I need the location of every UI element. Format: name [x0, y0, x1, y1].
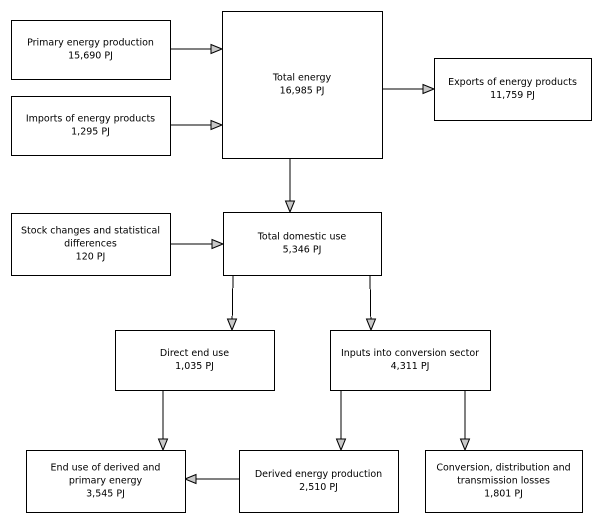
node-label-text: Direct end use — [160, 348, 229, 359]
node-value-text: 5,346 PJ — [283, 245, 322, 256]
arrowhead-icon — [157, 438, 169, 452]
arrowhead-icon — [210, 119, 224, 131]
end-use-of-derived-and-primary-energy-box[interactable]: End use of derived and primary energy 3,54… — [26, 450, 186, 513]
edge-inputs-into-conversion-sector-to-derived-energy-production — [335, 390, 347, 452]
direct-end-use-box[interactable]: Direct end use 1,035 PJ — [115, 330, 275, 391]
arrowhead-icon — [422, 83, 436, 95]
node-border — [330, 330, 491, 391]
node-value-text: 11,759 PJ — [490, 90, 535, 101]
node-label-text: End use of derived and — [51, 463, 161, 474]
node-label-text: Total domestic use — [257, 232, 347, 243]
arrowhead-icon — [459, 438, 471, 452]
node-border — [425, 450, 583, 513]
edge-primary-energy-production-to-total-energy — [170, 43, 224, 55]
edge-total-domestic-use-to-direct-end-use — [226, 274, 238, 332]
arrowhead-icon — [284, 200, 296, 214]
node-label-text: Conversion, distribution and — [436, 463, 570, 474]
exports-of-energy-products-box[interactable]: Exports of energy products 11,759 PJ — [434, 58, 592, 121]
imports-of-energy-products-box[interactable]: Imports of energy products 1,295 PJ — [11, 96, 171, 156]
edge-total-domestic-use-to-inputs-into-conversion-sector — [365, 274, 377, 332]
node-value-text: 2,510 PJ — [299, 482, 338, 493]
node-border — [239, 450, 399, 513]
node-value-text: 4,311 PJ — [391, 361, 430, 372]
node-border — [11, 213, 171, 276]
node-value-text: 16,985 PJ — [280, 86, 325, 97]
node-label-text: Primary energy production — [27, 38, 154, 49]
node-layer: Primary energy production 15,690 PJ Import… — [11, 11, 592, 513]
edge-inputs-into-conversion-sector-to-conversion-losses — [459, 390, 471, 452]
node-label-text: differences — [64, 239, 117, 250]
node-border — [222, 11, 383, 159]
node-value-text: 1,801 PJ — [484, 489, 523, 500]
edge-imports-of-energy-products-to-total-energy — [170, 119, 224, 131]
node-label-text: primary energy — [69, 476, 143, 487]
arrowhead-icon — [211, 238, 225, 250]
stock-changes-box[interactable]: Stock changes and statistical differences… — [11, 213, 171, 276]
node-label-text: Inputs into conversion sector — [341, 348, 479, 359]
node-value-text: 1,035 PJ — [175, 361, 214, 372]
node-border — [11, 20, 171, 80]
edge-total-energy-to-total-domestic-use — [284, 158, 296, 214]
node-label-text: Total energy — [272, 73, 332, 84]
edge-derived-energy-production-to-end-use-of-derived-and-primary-energy — [183, 473, 239, 485]
arrowhead-icon — [183, 473, 197, 485]
conversion-distribution-transmission-losses-box[interactable]: Conversion, distribution and transmission… — [425, 450, 583, 513]
arrowhead-icon — [335, 438, 347, 452]
primary-energy-production-box[interactable]: Primary energy production 15,690 PJ — [11, 20, 171, 80]
node-border — [223, 212, 382, 276]
node-label-text: Derived energy production — [255, 469, 382, 480]
connector-layer — [157, 43, 471, 485]
edge-direct-end-use-to-end-use-of-derived-and-primary-energy — [157, 390, 169, 452]
node-border — [26, 450, 186, 513]
node-label-text: Stock changes and statistical — [21, 226, 160, 237]
node-value-text: 3,545 PJ — [86, 489, 125, 500]
node-value-text: 1,295 PJ — [71, 127, 110, 138]
edge-total-energy-to-exports-of-energy-products — [382, 83, 436, 95]
total-domestic-use-box[interactable]: Total domestic use 5,346 PJ — [223, 212, 382, 276]
node-label-text: Imports of energy products — [26, 114, 155, 125]
arrowhead-icon — [365, 318, 377, 332]
node-value-text: 15,690 PJ — [68, 51, 113, 62]
arrowhead-icon — [226, 318, 238, 332]
node-label-text: Exports of energy products — [448, 77, 577, 88]
arrowhead-icon — [210, 43, 224, 55]
node-border — [11, 96, 171, 156]
node-border — [115, 330, 275, 391]
inputs-into-conversion-sector-box[interactable]: Inputs into conversion sector 4,311 PJ — [330, 330, 491, 391]
node-border — [434, 58, 592, 121]
edge-stock-changes-to-total-domestic-use — [170, 238, 225, 250]
node-label-text: transmission losses — [457, 476, 550, 487]
total-energy-box[interactable]: Total energy 16,985 PJ — [222, 11, 383, 159]
node-value-text: 120 PJ — [76, 252, 106, 263]
derived-energy-production-box[interactable]: Derived energy production 2,510 PJ — [239, 450, 399, 513]
